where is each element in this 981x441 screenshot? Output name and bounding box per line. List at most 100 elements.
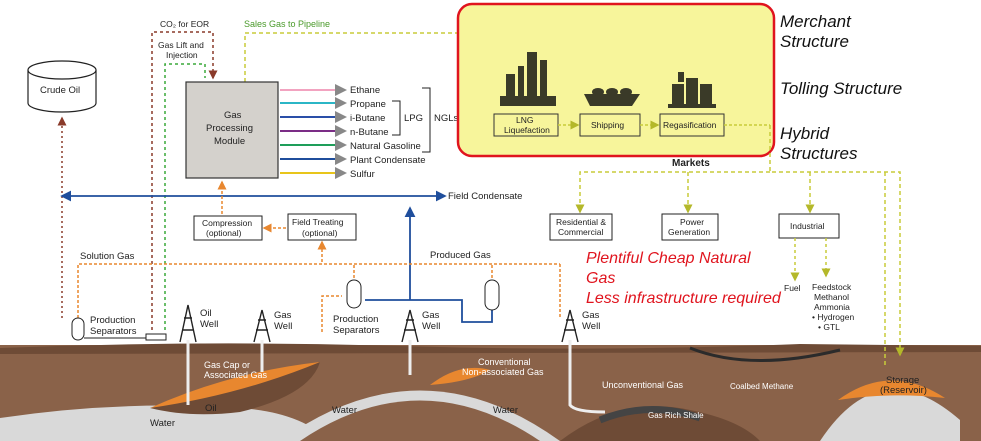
- gtl-label: • GTL: [818, 322, 840, 332]
- residential-commercial-box: [549, 213, 613, 241]
- lng-liquefaction-label-2: Liquefaction: [504, 125, 550, 135]
- lpg-label: LPG: [404, 113, 423, 124]
- gpm-line-3: Module: [214, 136, 245, 147]
- gas-well-1-to-separator-flow: [321, 295, 342, 332]
- compression-label-1: Compression: [202, 218, 252, 228]
- regasification-plant-icon: [668, 72, 716, 108]
- product-sulfur: Sulfur: [350, 169, 375, 180]
- label-storage-reservoir: (Reservoir): [880, 385, 927, 396]
- industrial-box: [778, 213, 840, 239]
- gas-well-derrick-1: [253, 309, 271, 343]
- red-annotation: Plentiful Cheap Natural Gas Less infrast…: [586, 249, 781, 309]
- field-condensate-label: Field Condensate: [448, 191, 522, 202]
- power-generation-box: [661, 213, 719, 241]
- subsurface-layer: [0, 343, 981, 441]
- markets-label: Markets: [672, 158, 710, 169]
- oil-well-label: Oil: [200, 308, 212, 319]
- solution-gas-flow: [77, 263, 560, 318]
- solution-gas-label: Solution Gas: [80, 251, 135, 262]
- label-gas-cap: Gas Cap or: [204, 360, 250, 370]
- label-storage: Storage: [886, 375, 919, 386]
- merchant-structure-label: Merchant Structure: [780, 12, 851, 52]
- gas-well-3-label: Gas: [582, 310, 600, 321]
- separator-mid-label-2: Separators: [333, 325, 380, 336]
- residential-label-1: Residential &: [556, 217, 606, 227]
- ngls-label: NGLs: [434, 113, 459, 124]
- hybrid-structures-label: Hybrid Structures: [780, 124, 857, 164]
- crude-oil-label: Crude Oil: [40, 85, 80, 96]
- merchant-line-1: Merchant: [780, 12, 851, 31]
- separator-mid-label-1: Production: [333, 314, 378, 325]
- gpm-line-2: Processing: [206, 123, 253, 134]
- red-note-line-2: Gas: [586, 270, 616, 287]
- field-treating-label-2: (optional): [302, 228, 338, 238]
- product-propane: Propane: [350, 99, 386, 110]
- separator-left-label-2: Separators: [90, 326, 137, 337]
- field-treating-label-1: Field Treating: [292, 217, 344, 227]
- fuel-label: Fuel: [784, 283, 801, 293]
- gas-well-derrick-2: [401, 309, 419, 343]
- product-ethane: Ethane: [350, 85, 380, 96]
- industrial-label: Industrial: [790, 221, 825, 231]
- hydrogen-label: • Hydrogen: [812, 312, 854, 322]
- production-separator-right: [484, 279, 500, 311]
- gas-well-1-label-2: Well: [274, 321, 292, 332]
- gpm-line-1: Gas: [224, 110, 242, 121]
- hybrid-line-1: Hybrid: [780, 124, 830, 143]
- separator-left-label-1: Production: [90, 315, 135, 326]
- label-water-mid: Water: [332, 405, 357, 416]
- shipping-label: Shipping: [591, 120, 624, 130]
- gas-lift-label: Gas Lift and: [158, 40, 204, 50]
- co2-eor-label: CO₂ for EOR: [160, 19, 209, 29]
- oil-well-derrick: [179, 304, 197, 343]
- red-note-line-3: Less infrastructure required: [586, 290, 781, 307]
- crude-oil-tank: [27, 60, 97, 113]
- power-label-1: Power: [680, 217, 704, 227]
- gas-well-2-label: Gas: [422, 310, 440, 321]
- label-coalbed: Coalbed Methane: [730, 382, 794, 391]
- red-note-line-1: Plentiful Cheap Natural: [586, 250, 751, 267]
- label-oil: Oil: [205, 403, 217, 414]
- product-n-butane: n-Butane: [350, 127, 389, 138]
- label-water-mid2: Water: [493, 405, 518, 416]
- power-label-2: Generation: [668, 227, 710, 237]
- product-natural-gasoline: Natural Gasoline: [350, 141, 421, 152]
- methanol-label: Methanol: [814, 292, 849, 302]
- tolling-structure-label: Tolling Structure: [780, 79, 903, 98]
- gas-well-derrick-3: [561, 309, 579, 343]
- compression-box: [193, 215, 263, 241]
- merchant-line-2: Structure: [780, 32, 849, 51]
- co2-eor-flow: [151, 31, 218, 330]
- label-associated-gas: Associated Gas: [204, 370, 268, 380]
- sales-gas-label: Sales Gas to Pipeline: [244, 19, 330, 29]
- feedstock-label: Feedstock: [812, 282, 852, 292]
- gas-well-1-label: Gas: [274, 310, 292, 321]
- product-plant-condensate: Plant Condensate: [350, 155, 426, 166]
- lng-liquefaction-label-1: LNG: [516, 115, 533, 125]
- lpg-bracket: [392, 100, 401, 136]
- production-separator-left: [71, 317, 167, 341]
- oil-well-label-2: Well: [200, 319, 218, 330]
- produced-gas-label: Produced Gas: [430, 250, 491, 261]
- regasification-label: Regasification: [663, 120, 717, 130]
- label-water-left: Water: [150, 418, 175, 429]
- gas-processing-module: [185, 81, 279, 179]
- gas-lift-flow: [164, 63, 206, 330]
- markets-trunk-flow: [769, 125, 905, 357]
- gas-well-3-label-2: Well: [582, 321, 600, 332]
- label-conventional: Conventional: [478, 357, 531, 367]
- gas-well-2-label-2: Well: [422, 321, 440, 332]
- compression-label-2: (optional): [206, 228, 242, 238]
- production-separator-mid: [346, 279, 362, 309]
- residential-label-2: Commercial: [558, 227, 603, 237]
- ammonia-label: Ammonia: [814, 302, 850, 312]
- label-non-associated: Non-associated Gas: [462, 367, 544, 377]
- ngl-bracket: [422, 87, 431, 153]
- label-gas-rich-shale: Gas Rich Shale: [648, 411, 704, 420]
- label-unconventional: Unconventional Gas: [602, 380, 684, 390]
- gas-wellbore-3: [568, 340, 606, 414]
- to-residential-flow: [575, 171, 770, 214]
- injection-label: Injection: [166, 50, 198, 60]
- liquefaction-plant-icon: [500, 52, 556, 106]
